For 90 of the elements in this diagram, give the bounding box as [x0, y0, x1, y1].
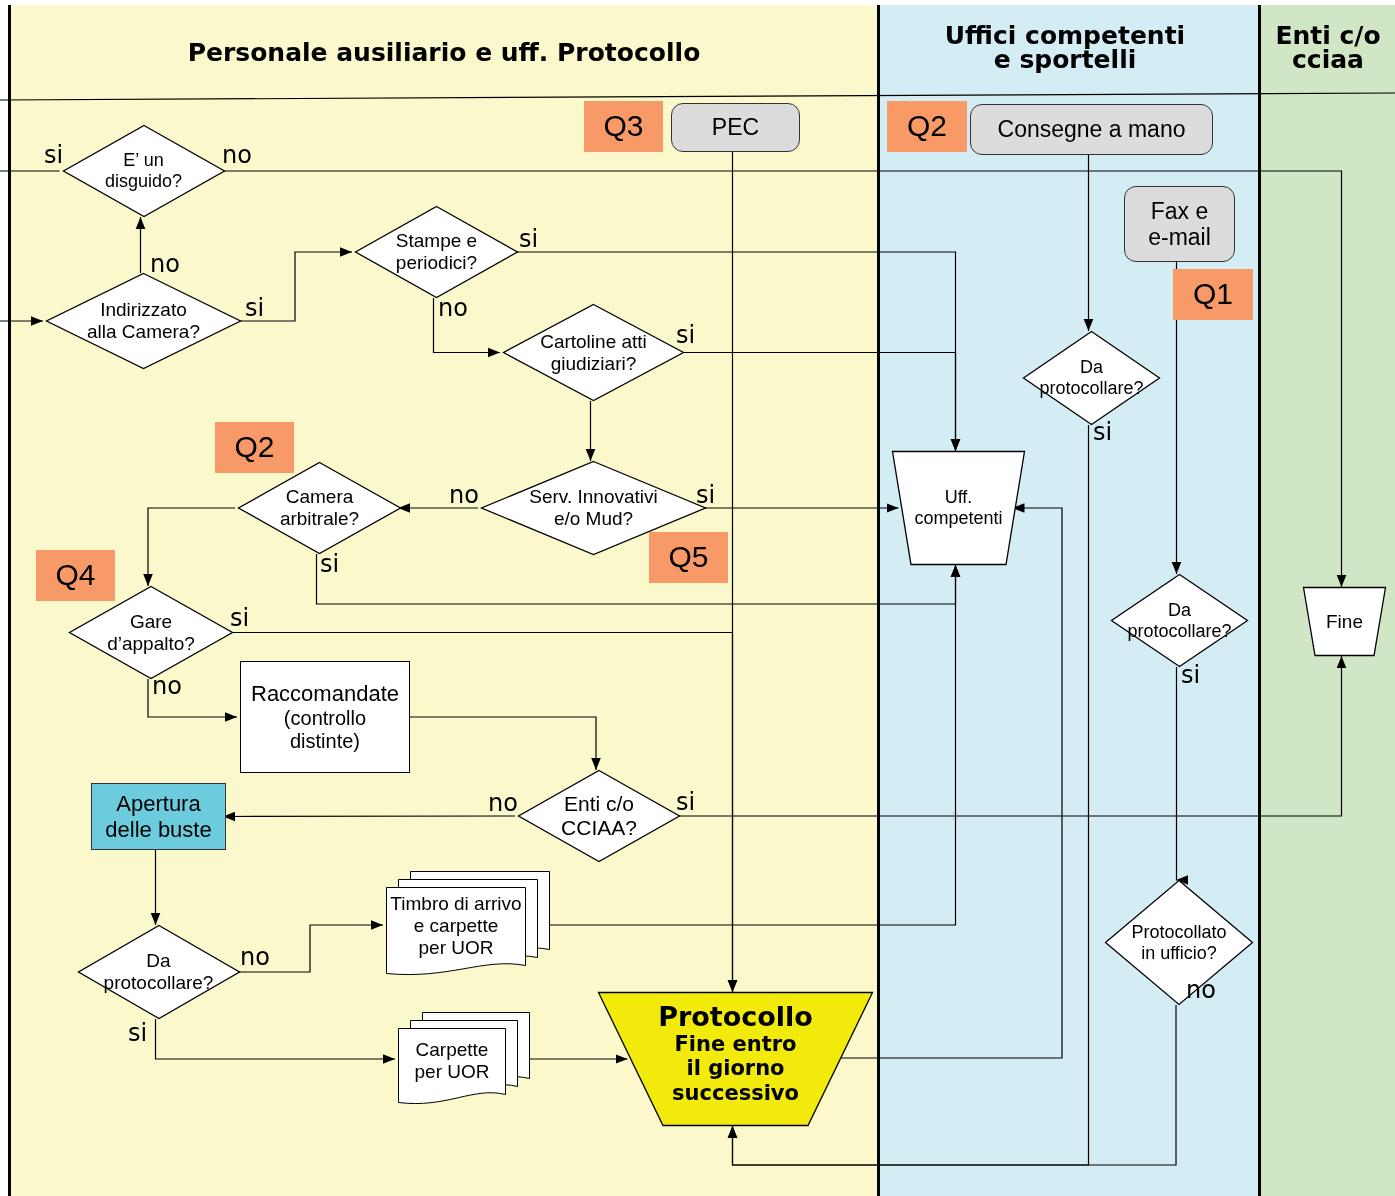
decision-diamond	[46, 273, 241, 369]
process-box	[240, 661, 410, 773]
edge-label: no	[222, 143, 252, 167]
question-tag	[36, 550, 115, 601]
node-text: Apertura delle buste	[104, 791, 213, 842]
edge-label: si	[676, 790, 696, 814]
terminal-box	[671, 103, 800, 152]
arrow	[143, 507, 236, 587]
node-text: Protocollo	[658, 1001, 813, 1033]
document-stack	[398, 1012, 530, 1106]
node-text: Timbro di arrivo e carpette per UOR	[389, 893, 523, 959]
question-tag	[215, 422, 294, 473]
trapezoid-shape	[1303, 587, 1386, 656]
connector-line	[0, 170, 61, 172]
decision-diamond	[1105, 880, 1253, 1005]
node-text: Stampe e periodici?	[394, 230, 479, 274]
arrow	[727, 1004, 1177, 1166]
process-box	[91, 783, 226, 850]
edge-label: si	[519, 227, 539, 251]
node-text: Fax e e-mail	[1147, 197, 1212, 251]
node-subtext: (controllo distinte)	[282, 706, 368, 753]
terminal-box	[1124, 186, 1235, 262]
swimlane	[1258, 5, 1395, 1196]
question-tag	[887, 101, 967, 152]
tag-label: Q2	[234, 430, 275, 465]
edge-label: si	[245, 296, 265, 320]
node-text: Consegne a mano	[997, 116, 1186, 143]
arrow	[0, 316, 44, 326]
edge-label: si	[230, 606, 250, 630]
lane-heading: Uffici competenti e sportelli	[943, 24, 1187, 72]
arrow	[1083, 154, 1094, 332]
tag-label: Q4	[55, 558, 96, 593]
node-text: Camera arbitrale?	[278, 486, 361, 530]
decision-diamond	[77, 925, 240, 1019]
node-text: Carpette per UOR	[413, 1039, 491, 1083]
node-text: Da protocollare?	[1038, 357, 1145, 399]
edge-label: no	[438, 296, 468, 320]
node-text: Indirizzato alla Camera?	[86, 299, 201, 343]
node-text: E’ un disguido?	[103, 150, 184, 192]
arrow	[727, 151, 738, 993]
swimlane	[8, 5, 877, 1196]
edge-label: si	[44, 143, 64, 167]
decision-diamond	[238, 462, 401, 554]
edge-label: si	[128, 1021, 148, 1045]
node-text: Da protocollare?	[102, 950, 215, 994]
node-text: Gare d’appalto?	[106, 610, 196, 655]
question-tag	[1173, 269, 1253, 320]
edge-label: no	[152, 674, 182, 698]
trapezoid-shape	[598, 992, 873, 1126]
lane-heading: Personale ausiliario e uff. Protocollo	[186, 41, 702, 65]
edge-label: si	[1181, 663, 1201, 687]
document-stack	[386, 871, 550, 977]
question-tag	[649, 532, 728, 583]
decision-diamond	[62, 125, 225, 217]
arrow	[147, 678, 238, 722]
tag-label: Q2	[907, 109, 947, 144]
node-text: Protocollato in ufficio?	[1130, 921, 1228, 964]
node-text: Uff. competenti	[913, 487, 1004, 529]
question-tag	[584, 101, 663, 152]
tag-label: Q1	[1193, 277, 1233, 312]
arrow	[150, 849, 161, 926]
trapezoid-shape	[892, 451, 1025, 565]
arrow	[432, 297, 501, 358]
edge-label: no	[449, 483, 479, 507]
arrow	[1175, 666, 1188, 885]
edge-label: si	[676, 323, 696, 347]
arrow	[1171, 261, 1182, 575]
lane-heading: Enti c/o cciaa	[1274, 24, 1382, 72]
arrow	[135, 216, 146, 274]
node-text: Raccomandate	[251, 681, 399, 707]
node-text: Da protocollare?	[1126, 599, 1233, 642]
node-subtext: Fine entro il giorno successivo	[671, 1032, 800, 1105]
edge-label: si	[320, 552, 340, 576]
edge-label: si	[1093, 420, 1113, 444]
edge-label: si	[696, 483, 716, 507]
edge-label: no	[488, 791, 518, 815]
decision-diamond	[355, 206, 518, 298]
node-text: Serv. Innovativi e/o Mud?	[528, 486, 659, 530]
tag-label: Q3	[603, 109, 644, 144]
tag-label: Q5	[668, 540, 709, 575]
terminal-box	[970, 104, 1213, 155]
arrow	[585, 400, 596, 462]
node-text: Cartoline atti giudiziari?	[539, 330, 648, 375]
node-text: Fine	[1326, 610, 1363, 633]
arrow	[154, 1018, 396, 1064]
node-text: Enti c/o CCIAA?	[560, 791, 638, 841]
edge-label: no	[150, 252, 180, 276]
node-text: PEC	[711, 114, 760, 141]
swimlane	[877, 5, 1258, 1196]
edge-label: no	[240, 945, 270, 969]
